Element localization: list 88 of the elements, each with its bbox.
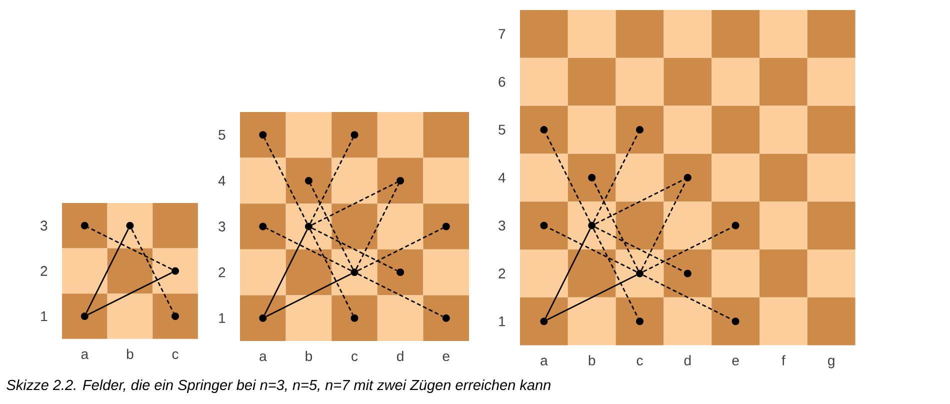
rank-label: 5 bbox=[218, 130, 226, 140]
dot bbox=[350, 131, 358, 139]
file-label: a bbox=[260, 353, 267, 362]
dot bbox=[126, 222, 134, 230]
dot bbox=[259, 131, 267, 139]
knight-move-line bbox=[545, 228, 591, 318]
dot bbox=[732, 318, 740, 326]
dot bbox=[732, 222, 740, 230]
rank-label: 1 bbox=[41, 311, 48, 322]
dot bbox=[172, 312, 179, 320]
rank-label: 4 bbox=[218, 176, 226, 186]
file-label: c bbox=[352, 353, 358, 362]
file-label: b bbox=[306, 350, 312, 362]
file-label: a bbox=[540, 358, 548, 366]
dot bbox=[636, 318, 644, 326]
dot bbox=[588, 222, 596, 230]
rank-label: 2 bbox=[218, 267, 226, 278]
rank-label: 6 bbox=[498, 76, 506, 87]
knight-move-line bbox=[545, 132, 591, 222]
knight-move-line bbox=[131, 228, 174, 314]
knight-move-line bbox=[88, 272, 172, 316]
dot bbox=[636, 270, 644, 278]
rank-label: 2 bbox=[40, 266, 48, 276]
dot bbox=[259, 314, 267, 322]
knight-move-line bbox=[266, 228, 352, 272]
rank-label: 1 bbox=[499, 316, 506, 326]
knight-move-line bbox=[264, 230, 308, 315]
rank-label: 2 bbox=[498, 268, 506, 278]
knight-move-line bbox=[312, 182, 398, 226]
dot bbox=[540, 222, 548, 230]
knight-move-line bbox=[547, 226, 637, 272]
file-label: d bbox=[684, 355, 691, 366]
knight-move-line bbox=[595, 178, 684, 224]
knight-move-line bbox=[310, 230, 354, 315]
dot bbox=[350, 268, 358, 276]
knight-move-line bbox=[640, 180, 687, 270]
rank-label: 3 bbox=[218, 222, 226, 232]
knight-move-line bbox=[356, 184, 400, 270]
file-label: b bbox=[126, 348, 134, 360]
knight-move-line bbox=[547, 274, 637, 320]
file-label: e bbox=[442, 353, 450, 362]
caption: Skizze 2.2. Felder, die ein Springer bei n=3, n=5, n=7 mit zwei Zügen erreichen kann bbox=[6, 379, 550, 393]
rank-label: 1 bbox=[219, 313, 226, 323]
dot bbox=[396, 268, 404, 276]
file-label: a bbox=[81, 351, 89, 360]
file-label: e bbox=[732, 358, 739, 366]
dot bbox=[442, 222, 450, 230]
knight-move-line bbox=[593, 180, 639, 270]
dot bbox=[304, 176, 312, 184]
rank-label: 4 bbox=[498, 172, 506, 182]
rank-label: 7 bbox=[498, 29, 506, 39]
rank-label: 5 bbox=[498, 124, 506, 135]
dot bbox=[80, 312, 88, 320]
file-label: c bbox=[172, 351, 178, 360]
dot bbox=[259, 222, 267, 230]
dot bbox=[80, 222, 88, 230]
dot bbox=[540, 318, 548, 326]
file-label: c bbox=[636, 358, 643, 366]
file-label: f bbox=[782, 355, 786, 366]
knight-move-line bbox=[642, 226, 732, 272]
knight-move-line bbox=[310, 184, 354, 270]
knight-move-line bbox=[593, 228, 639, 318]
knight-move-line bbox=[593, 132, 639, 222]
knight-move-line bbox=[86, 228, 129, 314]
rank-label: 3 bbox=[498, 220, 506, 230]
file-label: b bbox=[588, 355, 596, 366]
dot bbox=[304, 222, 312, 230]
knight-move-line bbox=[642, 274, 732, 320]
knight-move-line bbox=[358, 273, 443, 317]
file-label: d bbox=[397, 350, 404, 362]
dot bbox=[684, 270, 692, 278]
dot bbox=[396, 176, 404, 184]
dot bbox=[684, 174, 692, 182]
dot bbox=[588, 174, 596, 182]
file-label: g bbox=[828, 358, 834, 368]
dot bbox=[350, 314, 358, 322]
knight-move-line bbox=[595, 226, 684, 272]
dot bbox=[636, 126, 644, 134]
dot bbox=[540, 126, 548, 134]
knight-move-line bbox=[264, 138, 308, 224]
knight-move-line bbox=[266, 273, 352, 317]
knight-move-line bbox=[358, 228, 443, 272]
rank-label: 3 bbox=[40, 220, 48, 231]
dot bbox=[172, 267, 179, 275]
knight-move-line bbox=[310, 138, 354, 224]
dot bbox=[442, 314, 450, 322]
knight-move-line bbox=[88, 226, 172, 270]
knight-move-line bbox=[312, 228, 398, 272]
